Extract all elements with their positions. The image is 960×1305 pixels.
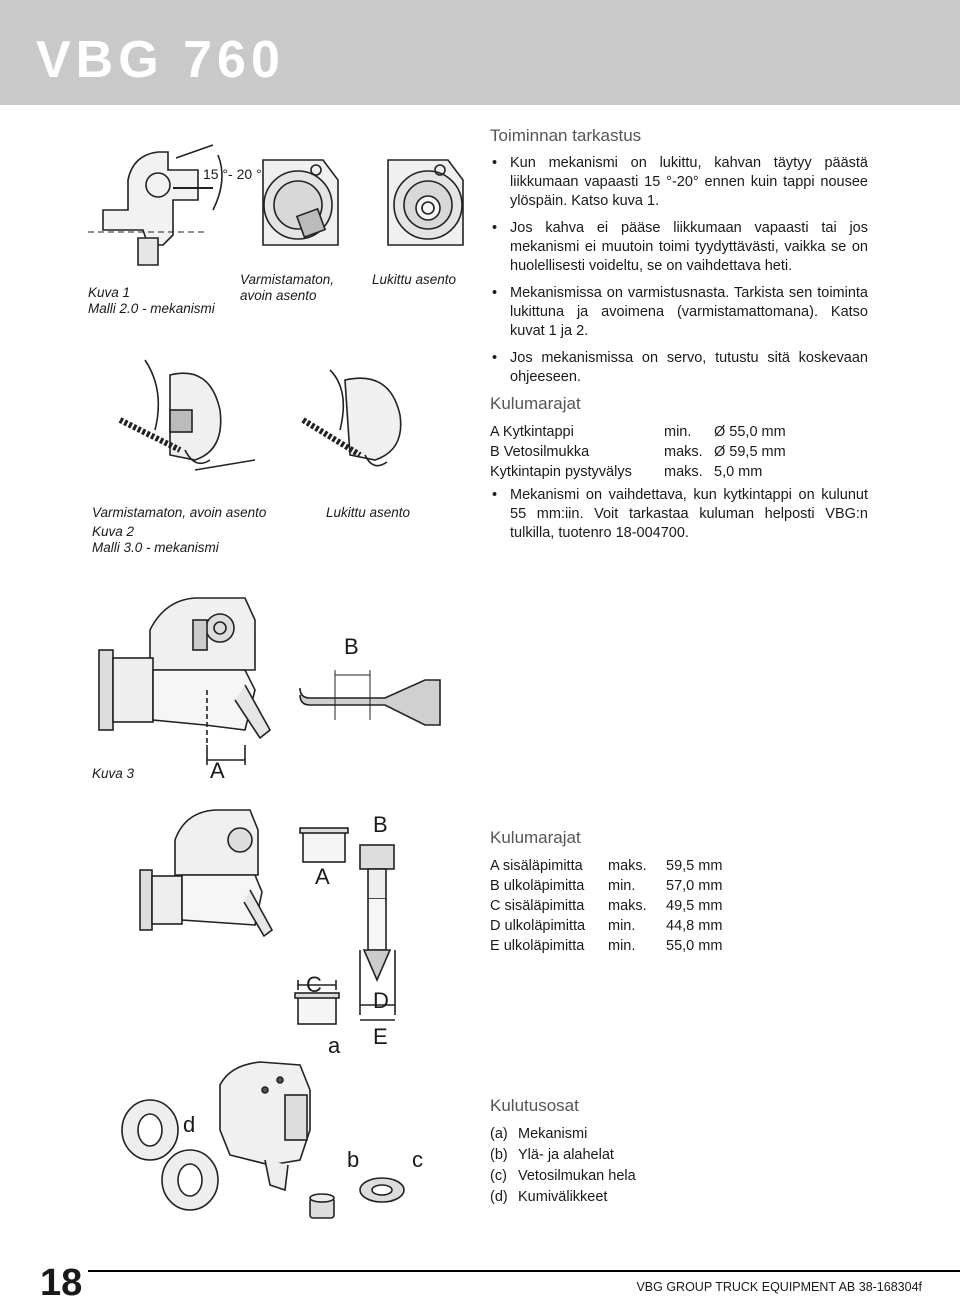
table-row: C sisäläpimitta maks. 49,5 mm (490, 896, 722, 916)
label-d-fig4: D (373, 988, 389, 1013)
wear-limits-note: Mekanismi on vaihdettava, kun kytkintapp… (490, 486, 868, 543)
function-check-section: Toiminnan tarkastus Kun mekanismi on luk… (490, 126, 868, 395)
wear-limits-title-1: Kulumarajat (490, 394, 581, 413)
table-row: B ulkoläpimitta min. 57,0 mm (490, 876, 722, 896)
table-cell-name: C sisäläpimitta (490, 898, 585, 914)
table-cell-limit: maks. (608, 858, 647, 874)
table-cell-limit: maks. (664, 444, 703, 460)
wear-parts-title: Kulutusosat (490, 1096, 579, 1115)
table-cell-value: Ø 55,0 mm (714, 424, 786, 440)
figure-5-illustration (121, 1061, 405, 1219)
figure-2-caption: Kuva 2 Malli 3.0 - mekanismi (92, 524, 219, 556)
label-a-fig5: a (328, 1033, 341, 1058)
table-row: D ulkoläpimitta min. 44,8 mm (490, 916, 722, 936)
item-text: Vetosilmukan hela (518, 1168, 636, 1184)
list-item: (d) Kumivälikkeet (490, 1187, 790, 1208)
table-cell-limit: min. (608, 938, 636, 954)
list-item: (b) Ylä- ja alahelat (490, 1145, 790, 1166)
table-cell-limit: min. (664, 424, 692, 440)
table-row: Kytkintapin pystyvälys maks. 5,0 mm (490, 462, 786, 482)
table-cell-name: A sisäläpimitta (490, 858, 583, 874)
table-row: A sisäläpimitta maks. 59,5 mm (490, 856, 722, 876)
figure-2-locked-caption: Lukittu asento (326, 505, 411, 520)
label-b-fig5: b (347, 1147, 360, 1172)
figure-2-number: Kuva 2 (92, 524, 135, 539)
document-title: VBG 760 (36, 31, 285, 89)
footer-text: VBG GROUP TRUCK EQUIPMENT AB 38-168304f (636, 1280, 922, 1294)
wear-parts-section: Kulutusosat (a) Mekanismi (b) Ylä- ja alah… (490, 1096, 790, 1208)
table-cell-value: 44,8 mm (666, 918, 723, 934)
list-item: Kun mekanismi on lukittu, kahvan täytyy … (490, 154, 868, 211)
figure-1-caption: Kuva 1 Malli 2.0 - mekanismi (88, 285, 215, 317)
table-cell-value: 55,0 mm (666, 938, 723, 954)
table-cell-value: 5,0 mm (714, 464, 763, 480)
wear-limits-table-2: A sisäläpimitta maks. 59,5 mm B ulkoläpi… (490, 856, 722, 956)
label-b-fig4: B (373, 812, 388, 837)
table-cell-value: Ø 59,5 mm (714, 444, 786, 460)
wear-parts-list: (a) Mekanismi (b) Ylä- ja alahelat (c) Veto… (490, 1124, 790, 1208)
table-cell-limit: min. (608, 918, 636, 934)
item-text: Kumivälikkeet (518, 1189, 608, 1205)
footer-rule (88, 1270, 960, 1300)
item-key: (c) (490, 1168, 507, 1184)
table-cell-name: E ulkoläpimitta (490, 938, 585, 954)
figure-3-caption: Kuva 3 (92, 766, 135, 781)
label-b-fig3: B (344, 634, 359, 659)
wear-limits-section-1: Kulumarajat A Kytkintappi min. Ø 55,0 mm… (490, 394, 868, 551)
item-key: (a) (490, 1126, 508, 1142)
table-row: B Vetosilmukka maks. Ø 59,5 mm (490, 442, 786, 462)
table-cell-value: 57,0 mm (666, 878, 723, 894)
table-row: E ulkoläpimitta min. 55,0 mm (490, 936, 722, 956)
table-cell-value: 49,5 mm (666, 898, 723, 914)
angle-label: 15 °- 20 ° (203, 166, 262, 182)
table-cell-name: Kytkintapin pystyvälys (490, 464, 632, 480)
figure-1-model: Malli 2.0 - mekanismi (88, 301, 215, 316)
list-item: Jos kahva ei pääse liikkumaan vapaasti t… (490, 219, 868, 276)
table-cell-limit: maks. (664, 464, 703, 480)
list-item: (a) Mekanismi (490, 1124, 790, 1145)
table-cell-limit: min. (608, 878, 636, 894)
function-check-list: Kun mekanismi on lukittu, kahvan täytyy … (490, 154, 868, 387)
figure-1-locked-caption: Lukittu asento (372, 272, 457, 287)
figure-2-model: Malli 3.0 - mekanismi (92, 540, 219, 555)
label-c-fig4: C (306, 972, 322, 997)
page-header: VBG 760 (0, 0, 960, 105)
list-item: Mekanismi on vaihdettava, kun kytkintapp… (490, 486, 868, 543)
item-text: Ylä- ja alahelat (518, 1147, 614, 1163)
list-item: Mekanismissa on varmistusnasta. Tarkista… (490, 284, 868, 341)
label-e-fig4: E (373, 1024, 388, 1049)
table-cell-value: 59,5 mm (666, 858, 723, 874)
figure-3-illustration (98, 597, 441, 765)
table-cell-limit: maks. (608, 898, 647, 914)
table-cell-name: D ulkoläpimitta (490, 918, 586, 934)
figure-2-illustration (118, 359, 402, 471)
table-row: A Kytkintappi min. Ø 55,0 mm (490, 422, 786, 442)
table-cell-name: A Kytkintappi (490, 424, 574, 440)
list-item: (c) Vetosilmukan hela (490, 1166, 790, 1187)
figure-2-unlocked-caption: Varmistamaton, avoin asento (92, 505, 267, 520)
figure-4-illustration (139, 809, 396, 1025)
figure-1-number: Kuva 1 (88, 285, 131, 300)
wear-limits-title-2: Kulumarajat (490, 828, 581, 847)
figure-1-illustration (88, 144, 464, 266)
label-d-fig5: d (183, 1112, 196, 1137)
table-cell-name: B Vetosilmukka (490, 444, 590, 460)
wear-limits-table-1: A Kytkintappi min. Ø 55,0 mm B Vetosilmu… (490, 422, 786, 482)
page-number: 18 (40, 1262, 83, 1304)
figure-1-unlocked-caption: Varmistamaton, avoin asento (240, 272, 335, 303)
wear-limits-section-2: Kulumarajat A sisäläpimitta maks. 59,5 m… (490, 828, 790, 956)
item-key: (b) (490, 1147, 508, 1163)
table-cell-name: B ulkoläpimitta (490, 878, 585, 894)
item-key: (d) (490, 1189, 508, 1205)
label-a-fig3: A (210, 758, 225, 783)
list-item: Jos mekanismissa on servo, tutustu sitä … (490, 349, 868, 387)
label-a-fig4: A (315, 864, 330, 889)
label-c-fig5: c (412, 1147, 423, 1172)
item-text: Mekanismi (518, 1126, 588, 1142)
function-check-title: Toiminnan tarkastus (490, 126, 642, 145)
